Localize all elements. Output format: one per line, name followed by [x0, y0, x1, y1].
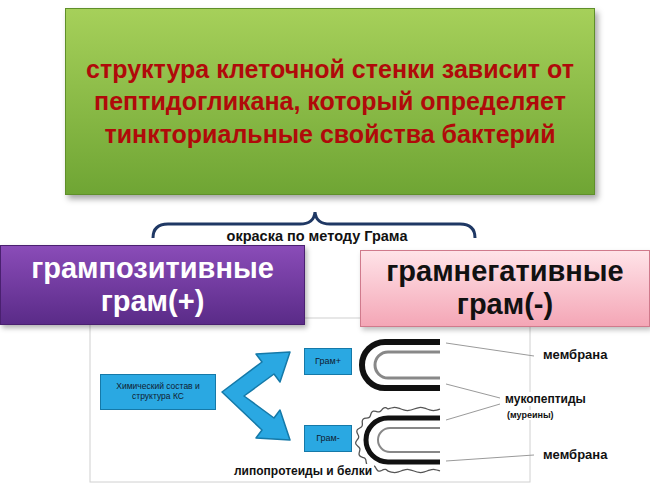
part-label: мембрана: [541, 447, 609, 462]
lipoprotein-wave: [356, 407, 440, 472]
process-box: Химический состав и структура КС: [100, 374, 216, 410]
title-box: структура клеточной стенки зависит от пе…: [65, 8, 595, 195]
part-label: мукопептиды: [503, 392, 588, 406]
double-arrow-symbol: [222, 352, 290, 440]
process-box: Грам-: [304, 425, 352, 452]
cell-wall-outer: [366, 418, 440, 462]
cell-wall-outer: [362, 342, 440, 388]
part-label: (муреины): [505, 410, 556, 420]
gram-positive-box: грампозитивные грам(+): [0, 245, 305, 325]
gram-negative-box: грамнегативные грам(-): [360, 250, 650, 327]
membrane-line: [378, 428, 440, 452]
part-label: мембрана: [541, 347, 609, 362]
node-text: Грам-: [316, 434, 340, 444]
part-label: липопротеиды и белки: [232, 464, 374, 478]
node-text: грамнегативные грам(-): [367, 255, 643, 322]
node-text: структура клеточной стенки зависит от пе…: [86, 53, 574, 151]
node-text: Химический состав и структура КС: [105, 382, 211, 402]
membrane-line: [375, 352, 440, 378]
node-text: Грам+: [315, 357, 341, 367]
process-box: Грам+: [304, 348, 352, 375]
bracket-label: окраска по методу Грама: [160, 228, 474, 244]
figure-panel: [90, 318, 530, 482]
node-text: грампозитивные грам(+): [9, 252, 296, 319]
